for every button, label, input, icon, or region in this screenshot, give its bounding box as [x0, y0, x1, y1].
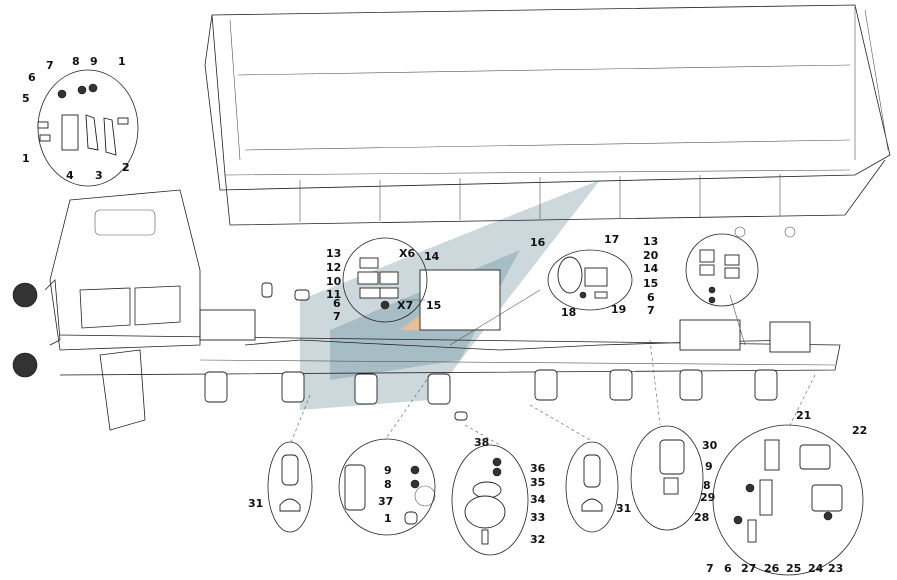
callout-6: 6: [647, 291, 655, 304]
callout-31: 31: [616, 502, 632, 515]
callout-10: 10: [326, 275, 342, 288]
callout-7: 7: [706, 562, 714, 575]
callout-25: 25: [786, 562, 802, 575]
callout-7: 7: [333, 310, 341, 323]
callout-7: 7: [647, 304, 655, 317]
callout-22: 22: [852, 424, 868, 437]
callout-3: 3: [95, 169, 103, 182]
callout-6: 6: [724, 562, 732, 575]
callout-9: 9: [705, 460, 713, 473]
callout-8: 8: [703, 479, 711, 492]
callout-1: 1: [384, 512, 392, 525]
callout-34: 34: [530, 493, 546, 506]
detail-connectors-x6-x7: [342, 237, 428, 323]
callout-5: 5: [22, 92, 30, 105]
callout-6: 6: [28, 71, 36, 84]
callout-37: 37: [378, 495, 394, 508]
callout-38: 38: [474, 436, 490, 449]
callout-31: 31: [248, 497, 264, 510]
callout-36: 36: [530, 462, 546, 475]
callout-13: 13: [326, 247, 342, 260]
callout-26: 26: [764, 562, 780, 575]
callout-19: 19: [611, 303, 627, 316]
callout-7: 7: [46, 59, 54, 72]
callout-8: 8: [72, 55, 80, 68]
callout-1: 1: [118, 55, 126, 68]
callout-28: 28: [694, 511, 710, 524]
callout-27: 27: [741, 562, 757, 575]
callout-15: 15: [643, 277, 659, 290]
callout-8: 8: [384, 478, 392, 491]
callout-x6: X6: [399, 247, 416, 260]
callout-12: 12: [326, 261, 342, 274]
callout-18: 18: [561, 306, 577, 319]
callout-30: 30: [702, 439, 718, 452]
callout-9: 9: [90, 55, 98, 68]
callout-35: 35: [530, 476, 546, 489]
callout-14: 14: [424, 250, 440, 263]
callout-21: 21: [796, 409, 812, 422]
callout-1: 1: [22, 152, 30, 165]
detail-socket-16-19: [547, 249, 633, 311]
callout-16: 16: [530, 236, 546, 249]
callout-13: 13: [643, 235, 659, 248]
callout-20: 20: [643, 249, 659, 262]
callout-9: 9: [384, 464, 392, 477]
detail-headlight-mount: [37, 69, 139, 187]
detail-small-parts: [261, 282, 468, 421]
callout-23: 23: [828, 562, 844, 575]
detail-relays-13-20: [685, 233, 759, 307]
truck-cab: [12, 189, 201, 431]
callout-29: 29: [700, 491, 716, 504]
callout-x7: X7: [397, 299, 414, 312]
chassis-frame: [59, 269, 841, 405]
body-ribs: [299, 174, 781, 222]
callout-24: 24: [808, 562, 824, 575]
callout-11: 11: [326, 288, 342, 301]
callout-33: 33: [530, 511, 546, 524]
detail-bottom-lamps: [267, 424, 864, 576]
callout-6: 6: [333, 297, 341, 310]
callout-15: 15: [426, 299, 442, 312]
leader-lines: [289, 289, 816, 446]
callout-14: 14: [643, 262, 659, 275]
callout-32: 32: [530, 533, 546, 546]
dump-body: [204, 4, 891, 238]
callout-17: 17: [604, 233, 620, 246]
callout-2: 2: [122, 161, 130, 174]
callout-4: 4: [66, 169, 74, 182]
